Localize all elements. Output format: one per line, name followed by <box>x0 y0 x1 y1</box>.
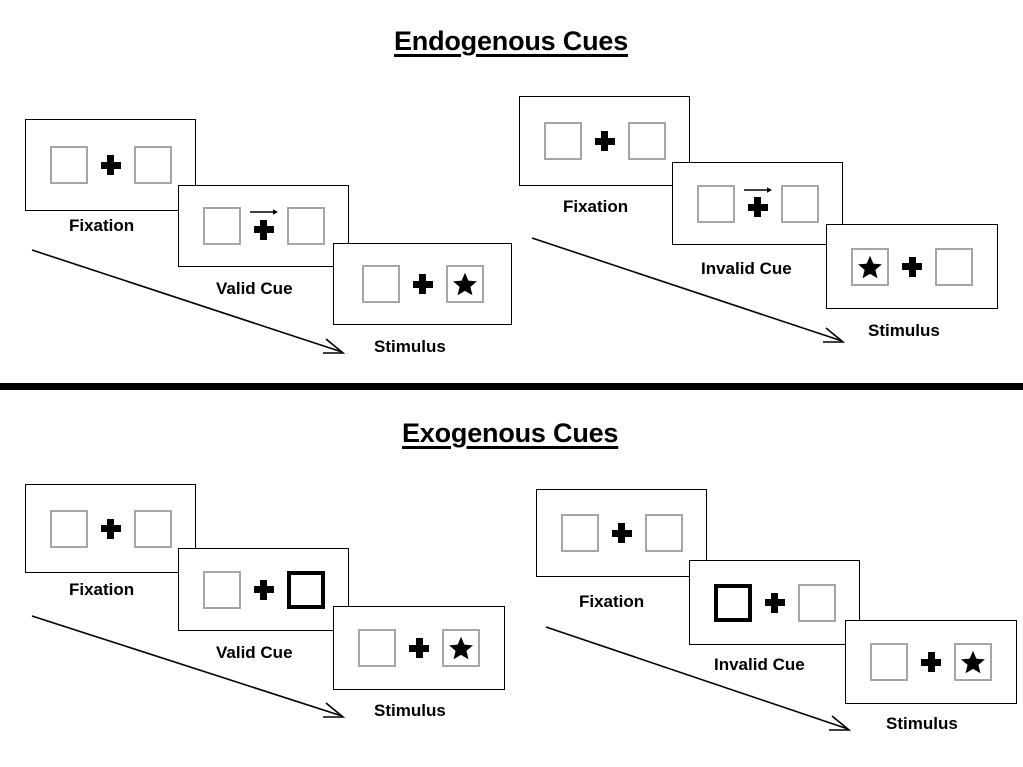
frame-content <box>361 265 484 303</box>
frame-label-endogenous-valid-stimulus: Stimulus <box>374 337 446 356</box>
frame-content <box>560 514 683 552</box>
frame-content <box>49 509 172 548</box>
left-box <box>361 265 400 303</box>
frame-content <box>202 207 325 245</box>
fixation-center <box>889 248 935 286</box>
fixation-cross-icon <box>594 131 615 151</box>
frame-label-exogenous-valid-fixation: Fixation <box>69 580 135 599</box>
fixation-center <box>241 207 287 245</box>
left-box <box>202 207 241 245</box>
time-arrow-spacer <box>544 727 854 728</box>
frame-exogenous-invalid-fixation <box>536 489 707 577</box>
frame-content <box>870 643 992 681</box>
frame-exogenous-invalid-cue <box>689 560 860 645</box>
fixation-cross-icon <box>902 256 922 277</box>
right-box-cued <box>286 570 325 609</box>
star-target-icon <box>449 636 473 660</box>
fixation-center <box>735 185 781 223</box>
fixation-center <box>752 584 798 622</box>
frame-label-endogenous-valid-fixation: Fixation <box>69 216 135 235</box>
right-box <box>644 514 683 552</box>
left-box <box>543 122 582 160</box>
frame-label-exogenous-invalid-stimulus: Stimulus <box>886 714 958 733</box>
left-box <box>49 509 88 548</box>
fixation-center <box>88 510 134 548</box>
fixation-cross-icon <box>611 523 632 543</box>
right-box <box>797 583 836 622</box>
frame-content <box>358 629 480 667</box>
fixation-cross-icon <box>747 197 768 217</box>
left-box <box>851 247 889 286</box>
frame-endogenous-valid-cue <box>178 185 349 267</box>
right-box <box>286 207 325 245</box>
left-box <box>358 629 396 667</box>
frame-label-endogenous-valid-cue: Valid Cue <box>216 279 293 298</box>
fixation-cross-icon <box>412 274 433 294</box>
frame-endogenous-valid-stimulus <box>333 243 512 325</box>
right-box <box>954 643 992 681</box>
star-target-icon <box>452 272 477 296</box>
frame-exogenous-valid-cue <box>178 548 349 631</box>
fixation-center <box>599 514 645 552</box>
right-box <box>442 629 480 667</box>
frame-exogenous-invalid-stimulus <box>845 620 1017 704</box>
right-box <box>133 509 172 548</box>
frame-content <box>713 583 836 622</box>
star-target-icon <box>961 650 985 674</box>
frame-content <box>543 122 666 160</box>
fixation-cross-icon <box>100 518 121 539</box>
frame-content <box>49 146 172 184</box>
fixation-center <box>241 571 287 609</box>
fixation-cross-icon <box>921 652 941 672</box>
arrow-right-cue-icon <box>249 209 278 215</box>
fixation-cross-icon <box>253 579 274 600</box>
frame-label-exogenous-valid-stimulus: Stimulus <box>374 701 446 720</box>
left-box <box>870 643 908 681</box>
fixation-cross-icon <box>100 155 121 175</box>
right-box <box>627 122 666 160</box>
fixation-center <box>88 146 134 184</box>
fixation-cross-icon <box>764 592 785 613</box>
left-box-cued <box>713 583 752 622</box>
frame-label-exogenous-valid-cue: Valid Cue <box>216 643 293 662</box>
fixation-center <box>396 629 442 667</box>
fixation-cross-icon <box>253 219 274 240</box>
frame-endogenous-invalid-stimulus <box>826 224 998 309</box>
frame-content <box>202 570 325 609</box>
frame-label-exogenous-invalid-cue: Invalid Cue <box>714 655 805 674</box>
section-title-exogenous: Exogenous Cues <box>402 418 619 448</box>
frame-content <box>696 184 819 223</box>
right-box <box>935 247 973 286</box>
right-box <box>133 146 172 184</box>
star-target-icon <box>858 255 882 278</box>
fixation-center <box>582 122 628 160</box>
frame-label-endogenous-invalid-cue: Invalid Cue <box>701 259 792 278</box>
section-title-endogenous: Endogenous Cues <box>394 26 629 56</box>
frame-endogenous-invalid-fixation <box>519 96 690 186</box>
arrow-right-cue-icon <box>743 186 772 193</box>
fixation-cross-icon <box>409 638 429 658</box>
time-progression-arrow-endogenous-invalid <box>531 237 846 343</box>
frame-exogenous-valid-stimulus <box>333 606 505 690</box>
section-divider <box>0 383 1023 390</box>
left-box <box>202 570 241 609</box>
right-box <box>780 184 819 223</box>
left-box <box>560 514 599 552</box>
left-box <box>696 184 735 223</box>
fixation-center <box>400 265 446 303</box>
frame-label-exogenous-invalid-fixation: Fixation <box>579 592 645 611</box>
frame-endogenous-valid-fixation <box>25 119 196 211</box>
fixation-center <box>908 643 954 681</box>
right-box <box>445 265 484 303</box>
frame-content <box>851 247 973 286</box>
frame-label-endogenous-invalid-stimulus: Stimulus <box>868 321 940 340</box>
frame-endogenous-invalid-cue <box>672 162 843 245</box>
left-box <box>49 146 88 184</box>
frame-exogenous-valid-fixation <box>25 484 196 573</box>
frame-label-endogenous-invalid-fixation: Fixation <box>563 197 629 216</box>
